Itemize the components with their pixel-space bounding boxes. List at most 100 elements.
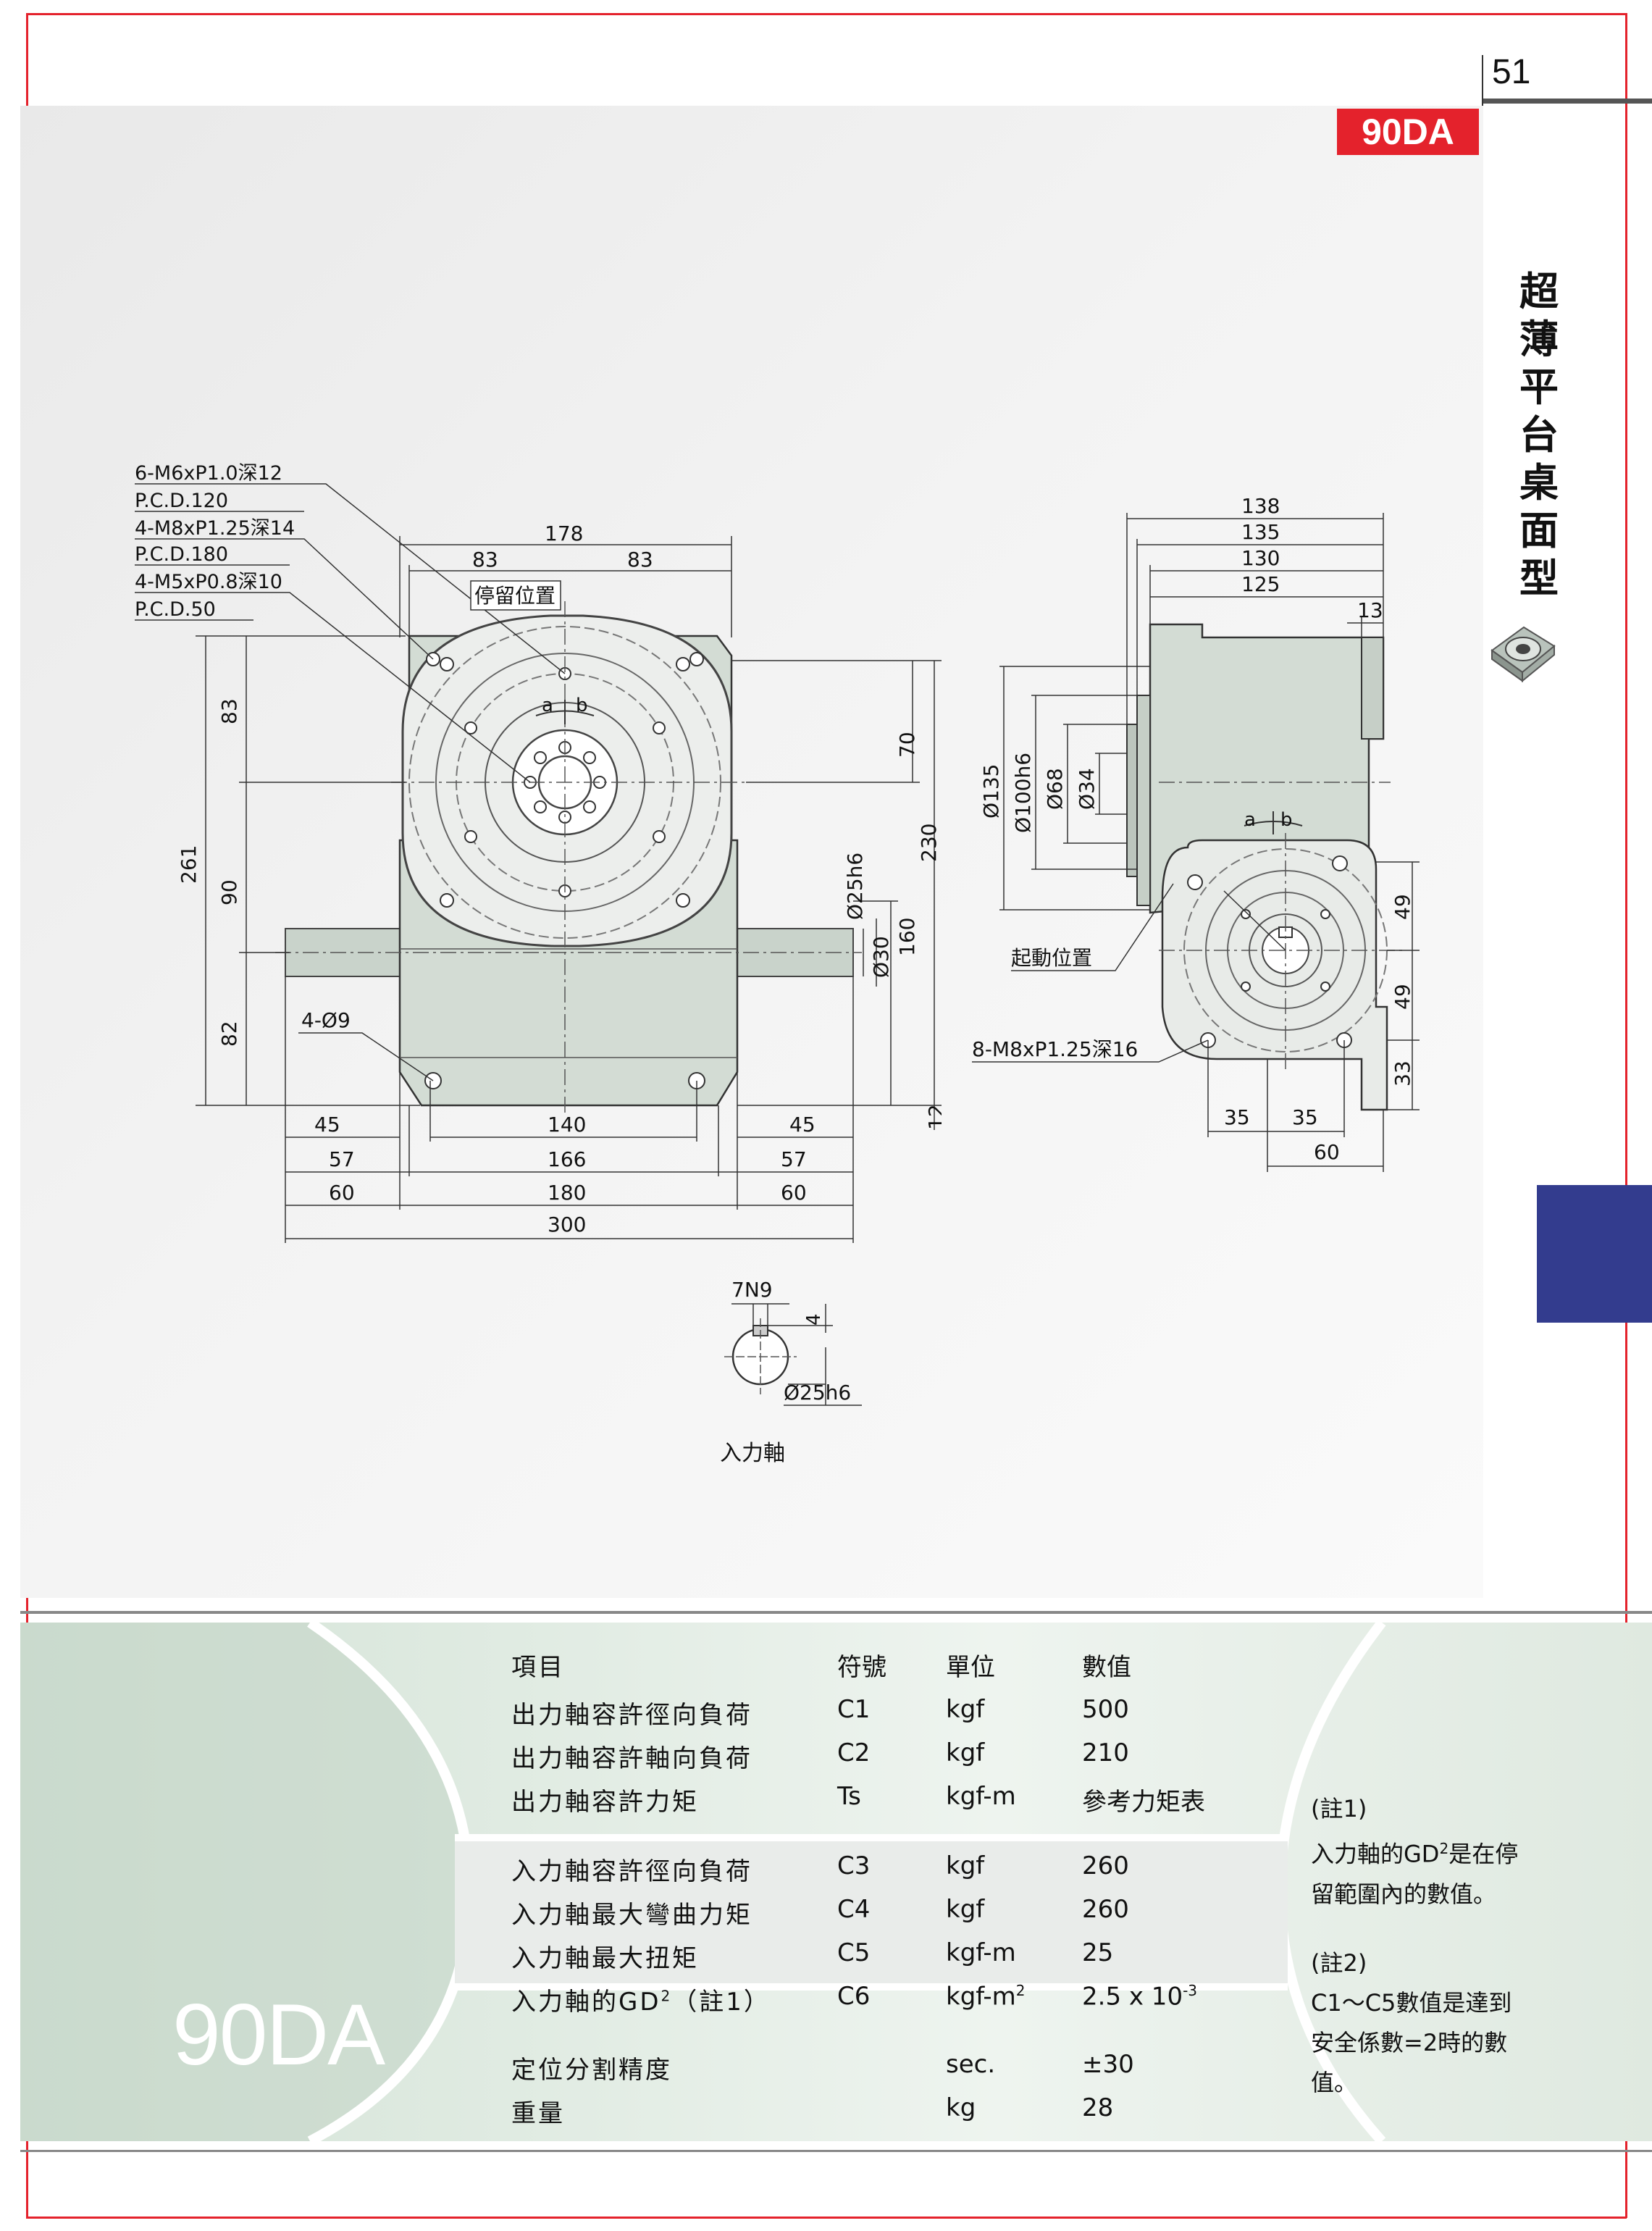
dim-13: 13	[1357, 598, 1383, 622]
note1-title: (註1)	[1311, 1795, 1367, 1822]
dim-45-left: 45	[314, 1113, 340, 1137]
note1-line1: 入力軸的GD2是在停	[1311, 1829, 1518, 1875]
title-char: 型	[1519, 556, 1559, 601]
frame-right-line	[1625, 13, 1627, 2218]
dim-178: 178	[545, 522, 583, 545]
title-char: 薄	[1519, 317, 1559, 362]
dim-57-left: 57	[329, 1147, 355, 1171]
spec-unit: kgf-m	[946, 1938, 1016, 1967]
spec-unit: kgf	[946, 1851, 985, 1880]
vertical-title: 超 薄 平 台 桌 面 型	[1514, 268, 1564, 603]
spec-value: 2.5 x 10-3	[1082, 1982, 1197, 2011]
spec-value-sup: -3	[1183, 1982, 1198, 1999]
spec-unit: kgf	[946, 1895, 985, 1924]
side-a-label: a	[1244, 809, 1256, 831]
dim-261: 261	[177, 845, 201, 884]
dim-49-lower: 49	[1391, 984, 1414, 1010]
notes-spacer	[1311, 1914, 1518, 1943]
band-model-watermark: 90DA	[172, 1986, 385, 2083]
spec-symbol: C6	[837, 1982, 871, 2011]
dim-35-right: 35	[1292, 1105, 1318, 1129]
title-char: 平	[1519, 364, 1559, 410]
dim-130: 130	[1241, 546, 1280, 570]
product-thumbnail-icon	[1490, 626, 1556, 683]
spec-band-bottom-rule	[20, 2150, 1652, 2152]
callout-pcd120: P.C.D.120	[135, 490, 228, 512]
dim-138: 138	[1241, 494, 1280, 518]
spec-item: 入力軸最大扭矩	[511, 1944, 699, 1973]
dim-dia-68: Ø68	[1043, 768, 1067, 810]
dim-135: 135	[1241, 520, 1280, 544]
dim-82: 82	[217, 1021, 241, 1047]
dim-300: 300	[548, 1213, 586, 1236]
start-position-label: 起動位置	[1011, 946, 1092, 970]
spec-value: 500	[1082, 1695, 1129, 1724]
spec-symbol: C5	[837, 1938, 871, 1967]
dim-180: 180	[548, 1181, 586, 1205]
dim-49-upper: 49	[1391, 894, 1414, 920]
spec-item: 入力軸容許徑向負荷	[511, 1857, 752, 1886]
spec-symbol: C2	[837, 1738, 871, 1767]
hole-label: 4-Ø9	[301, 1008, 351, 1032]
spec-value-text: 2.5 x 10	[1082, 1982, 1183, 2012]
dim-45-right: 45	[789, 1113, 815, 1137]
callout-m6: 6-M6xP1.0深12	[135, 462, 282, 485]
dim-60-side: 60	[1314, 1140, 1340, 1164]
dim-dia-34: Ø34	[1075, 768, 1099, 810]
input-shaft-label: 入力軸	[720, 1441, 785, 1466]
spec-item-suffix: （註1）	[672, 1988, 771, 2017]
spec-item: 重量	[511, 2099, 565, 2128]
spec-item: 入力軸的GD2（註1）	[511, 1982, 771, 2017]
section-tab[interactable]	[1537, 1185, 1652, 1323]
spec-unit: kgf-m2	[946, 1982, 1026, 2011]
spec-value: 260	[1082, 1851, 1129, 1880]
title-char: 台	[1519, 412, 1559, 458]
page-number: 51	[1492, 53, 1531, 91]
spec-unit: sec.	[946, 2050, 996, 2079]
spec-header-symbol: 符號	[837, 1653, 886, 1682]
dim-166: 166	[548, 1147, 586, 1171]
spec-value: 260	[1082, 1895, 1129, 1924]
spec-item-text: 入力軸的GD	[511, 1988, 661, 2017]
note1-line2: 留範圍內的數值。	[1311, 1880, 1497, 1908]
dim-125: 125	[1241, 572, 1280, 596]
spec-unit: kgf	[946, 1695, 985, 1724]
callout-pcd50: P.C.D.50	[135, 598, 216, 621]
dim-70: 70	[895, 732, 919, 758]
dim-33: 33	[1391, 1060, 1414, 1087]
spec-item: 入力軸最大彎曲力矩	[511, 1901, 752, 1930]
dim-dia-135: Ø135	[979, 764, 1003, 819]
dwell-position-label: 停留位置	[474, 584, 555, 608]
shaft-detail-drawing: 7N9 4 Ø25h6 入力軸	[720, 1278, 862, 1466]
dim-60-right: 60	[781, 1181, 807, 1205]
spec-value: 參考力矩表	[1082, 1788, 1205, 1817]
dim-60-left: 60	[329, 1181, 355, 1205]
spec-value: 25	[1082, 1938, 1114, 1967]
dim-90: 90	[217, 879, 241, 905]
spec-symbol: C4	[837, 1895, 871, 1924]
page-number-divider	[1482, 55, 1483, 106]
callout-m5: 4-M5xP0.8深10	[135, 571, 282, 593]
note2-line2: 安全係數=2時的數	[1311, 2028, 1508, 2056]
note1-sup: 2	[1439, 1840, 1449, 1857]
spec-item-sup: 2	[661, 1987, 673, 2005]
spec-header-value: 數值	[1082, 1653, 1131, 1682]
spec-header-item: 項目	[511, 1653, 565, 1682]
title-char: 桌	[1519, 460, 1559, 506]
dim-dia-100h6: Ø100h6	[1011, 753, 1035, 833]
dim-83-vertical: 83	[217, 698, 241, 724]
spec-unit-sup: 2	[1015, 1982, 1026, 1999]
spec-item: 出力軸容許力矩	[511, 1788, 699, 1817]
note2-line3: 值。	[1311, 2068, 1358, 2096]
spec-item: 出力軸容許徑向負荷	[511, 1701, 752, 1730]
dim-160: 160	[895, 918, 919, 956]
dim-230: 230	[917, 824, 941, 862]
dim-83-right: 83	[627, 548, 653, 572]
dim-57-right: 57	[781, 1147, 807, 1171]
note1-suffix: 是在停	[1448, 1840, 1519, 1868]
dim-83-left: 83	[472, 548, 498, 572]
spec-value: 28	[1082, 2093, 1114, 2122]
dim-12: 12	[924, 1104, 942, 1130]
header-rule	[1483, 99, 1652, 104]
title-char: 面	[1519, 508, 1559, 553]
